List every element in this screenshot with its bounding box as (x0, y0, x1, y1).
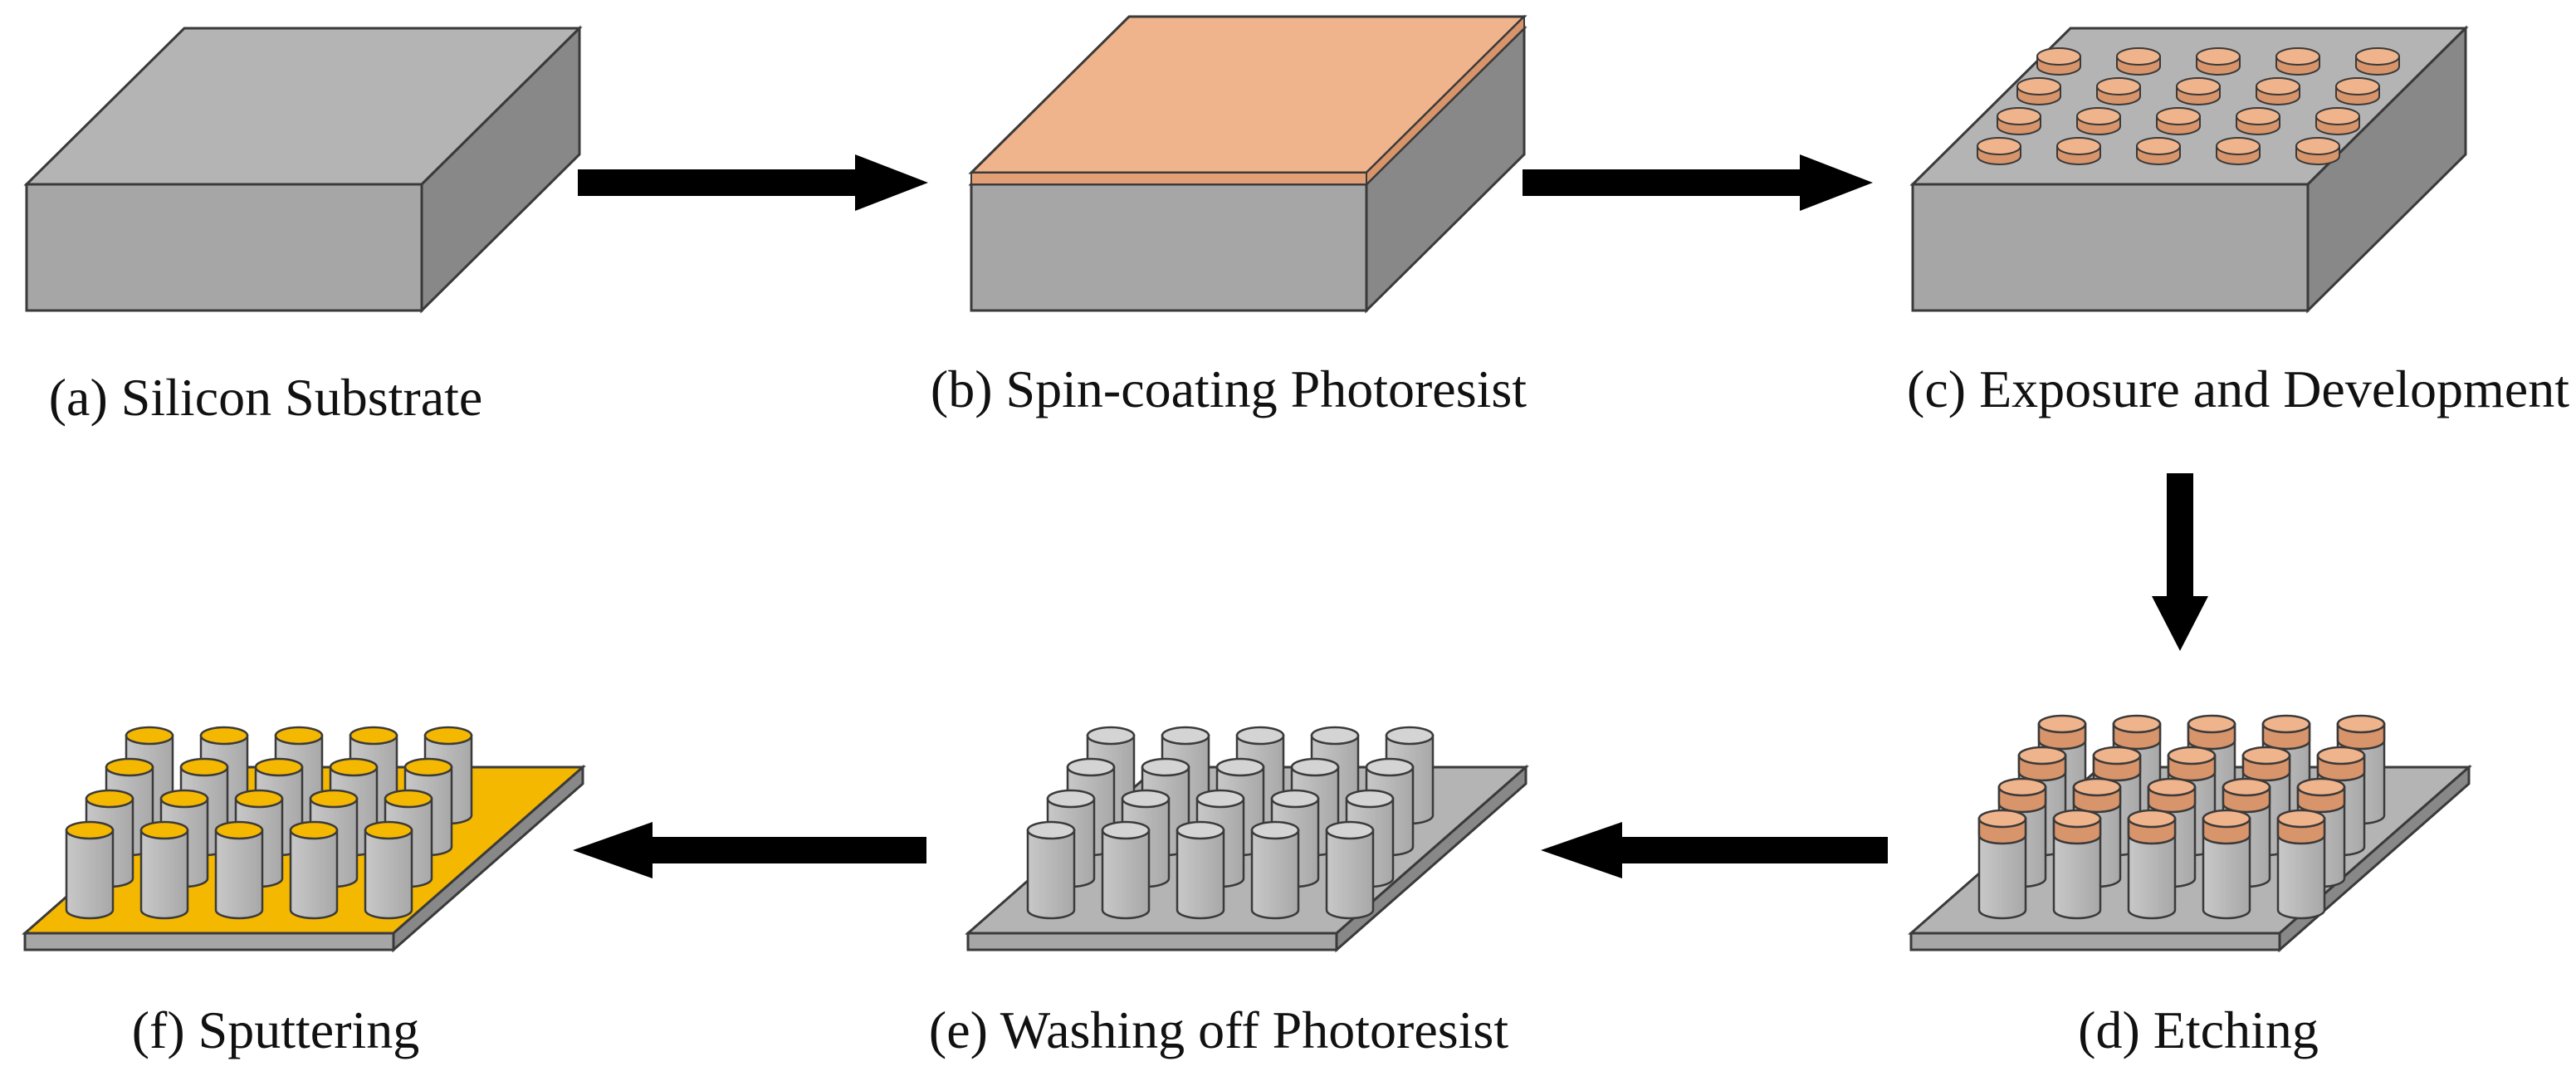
photoresist-disc (1977, 137, 2021, 165)
photoresist-disc (2176, 77, 2221, 105)
photoresist-disc (2116, 47, 2161, 76)
photoresist-disc (2236, 107, 2280, 135)
photoresist-layer (968, 14, 1528, 187)
metal-coated-pillars (65, 726, 473, 920)
photoresist-disc (2056, 137, 2101, 165)
photoresist-disc (2076, 107, 2121, 135)
metal-coated-pillar (364, 820, 413, 920)
caption-d: (d) Etching (2078, 1000, 2319, 1059)
photoresist-disc (2315, 107, 2360, 135)
caption-f: (f) Sputtering (132, 1000, 420, 1059)
photoresist-disc (2275, 47, 2320, 76)
photoresist-disc (2256, 77, 2300, 105)
photoresist-disc (2335, 77, 2380, 105)
photoresist-dot-pattern (1977, 47, 2400, 165)
etched-pillar (1977, 809, 2027, 920)
arrow-b-to-c (1523, 154, 1873, 211)
caption-a: (a) Silicon Substrate (49, 368, 483, 427)
silicon-pillar (1026, 820, 1076, 920)
bare-silicon-pillars (1026, 726, 1435, 920)
silicon-pillar (1250, 820, 1300, 920)
photoresist-disc (2216, 137, 2261, 165)
photoresist-disc (2096, 77, 2141, 105)
etched-pillar (2127, 809, 2177, 920)
silicon-pillar (1325, 820, 1375, 920)
photoresist-disc (2196, 47, 2241, 76)
metal-coated-pillar (214, 820, 264, 920)
photoresist-disc (2036, 47, 2081, 76)
caption-c: (c) Exposure and Development (1907, 360, 2569, 418)
exposed-block (1909, 25, 2469, 314)
photoresist-disc (2295, 137, 2340, 165)
metal-coated-pillar (139, 820, 189, 920)
arrow-d-to-e (1541, 822, 1888, 878)
metal-coated-pillar (65, 820, 115, 920)
photoresist-disc (2355, 47, 2400, 76)
photoresist-disc (2136, 137, 2181, 165)
arrow-e-to-f (573, 822, 926, 878)
etched-pillars-with-resist (1977, 714, 2386, 920)
arrow-c-to-d (2152, 473, 2208, 651)
photoresist-disc (2156, 107, 2201, 135)
etched-pillar (2276, 809, 2326, 920)
etched-pillar (2052, 809, 2102, 920)
silicon-pillar (1176, 820, 1225, 920)
metal-coated-pillar (289, 820, 339, 920)
caption-e: (e) Washing off Photoresist (929, 1000, 1508, 1059)
silicon-substrate-block (23, 25, 583, 314)
arrow-a-to-b (578, 154, 928, 211)
etched-pillar (2202, 809, 2251, 920)
photoresist-disc (2016, 77, 2061, 105)
caption-b: (b) Spin-coating Photoresist (931, 360, 1527, 418)
silicon-pillar (1101, 820, 1151, 920)
photoresist-disc (1997, 107, 2041, 135)
